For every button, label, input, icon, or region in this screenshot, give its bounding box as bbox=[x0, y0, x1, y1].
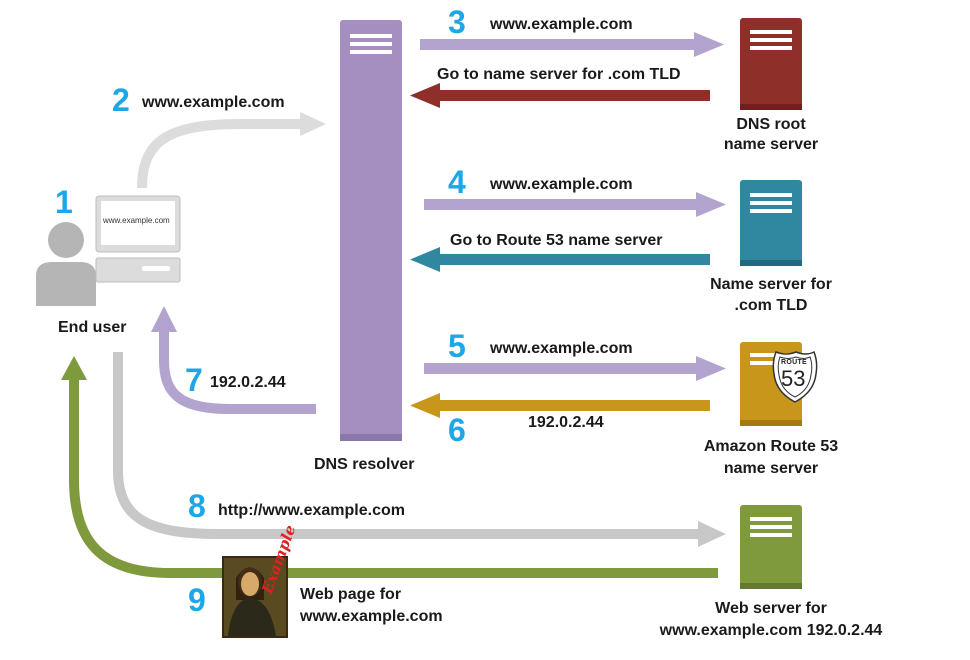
arrow-step-4-head bbox=[696, 192, 726, 217]
arrow-step-5-head bbox=[696, 356, 726, 381]
arrow-step-2-head bbox=[300, 112, 326, 136]
dns-resolver-label: DNS resolver bbox=[314, 456, 415, 473]
arrow-step-9 bbox=[69, 378, 718, 578]
tld-server-icon bbox=[740, 180, 802, 266]
arrow-step-9-head bbox=[61, 356, 87, 380]
arrow-step-8 bbox=[113, 352, 700, 539]
arrow-step-7-head bbox=[151, 306, 177, 332]
step-2-text: www.example.com bbox=[142, 94, 285, 111]
arrow-step-3-reply bbox=[438, 90, 710, 101]
arrow-step-3-head bbox=[694, 32, 724, 57]
step-number-5: 5 bbox=[448, 328, 466, 364]
step-9-line2: www.example.com bbox=[300, 608, 443, 625]
web-server-label-line2: www.example.com 192.0.2.44 bbox=[659, 622, 883, 639]
route53-badge-top: ROUTE bbox=[781, 359, 807, 366]
step-number-4: 4 bbox=[448, 164, 466, 200]
web-page-image bbox=[222, 556, 288, 638]
arrow-step-5 bbox=[424, 363, 698, 374]
route53-badge-number: 53 bbox=[781, 366, 806, 391]
step-3-reply-text: Go to name server for .com TLD bbox=[437, 66, 681, 83]
arrow-step-3-reply-head bbox=[410, 83, 440, 108]
web-server-label-line1: Web server for bbox=[715, 600, 827, 617]
step-9-line1: Web page for bbox=[300, 586, 402, 603]
arrow-step-3 bbox=[420, 39, 696, 50]
route53-shield-icon bbox=[772, 350, 818, 403]
arrow-step-6 bbox=[438, 400, 710, 411]
step-number-9: 9 bbox=[188, 582, 206, 618]
root-server-label-line2: name server bbox=[723, 136, 819, 153]
step-3-text: www.example.com bbox=[490, 16, 633, 33]
step-6-text: 192.0.2.44 bbox=[528, 414, 604, 431]
dns-root-server-icon bbox=[740, 18, 802, 110]
step-4-reply-text: Go to Route 53 name server bbox=[450, 232, 663, 249]
step-number-6: 6 bbox=[448, 412, 466, 448]
route53-server-icon bbox=[740, 342, 818, 426]
route53-server-label-line1: Amazon Route 53 bbox=[703, 438, 839, 455]
arrow-step-7 bbox=[159, 330, 316, 414]
step-number-7: 7 bbox=[185, 362, 203, 398]
monitor-url-text: www.example.com bbox=[103, 216, 170, 225]
root-server-label-line1: DNS root bbox=[736, 116, 806, 133]
end-user-computer-icon bbox=[95, 195, 181, 283]
step-number-8: 8 bbox=[188, 488, 206, 524]
end-user-label: End user bbox=[58, 319, 127, 336]
arrow-step-4 bbox=[424, 199, 698, 210]
step-number-1: 1 bbox=[55, 184, 73, 220]
step-5-text: www.example.com bbox=[490, 340, 633, 357]
dns-resolver-icon bbox=[340, 20, 402, 441]
route53-server-label-line2: name server bbox=[723, 460, 819, 477]
step-7-text: 192.0.2.44 bbox=[210, 374, 286, 391]
tld-server-label-line1: Name server for bbox=[710, 276, 832, 293]
end-user-person-icon bbox=[36, 222, 96, 306]
step-number-2: 2 bbox=[112, 82, 130, 118]
arrow-step-2 bbox=[137, 119, 300, 189]
arrow-step-4-reply bbox=[438, 254, 710, 265]
step-4-text: www.example.com bbox=[490, 176, 633, 193]
web-server-icon bbox=[740, 505, 802, 589]
step-8-text: http://www.example.com bbox=[218, 502, 405, 519]
step-number-3: 3 bbox=[448, 4, 466, 40]
arrow-step-6-head bbox=[410, 393, 440, 418]
arrow-step-8-head bbox=[698, 521, 726, 547]
arrow-step-4-reply-head bbox=[410, 247, 440, 272]
tld-server-label-line2: .com TLD bbox=[734, 297, 808, 314]
